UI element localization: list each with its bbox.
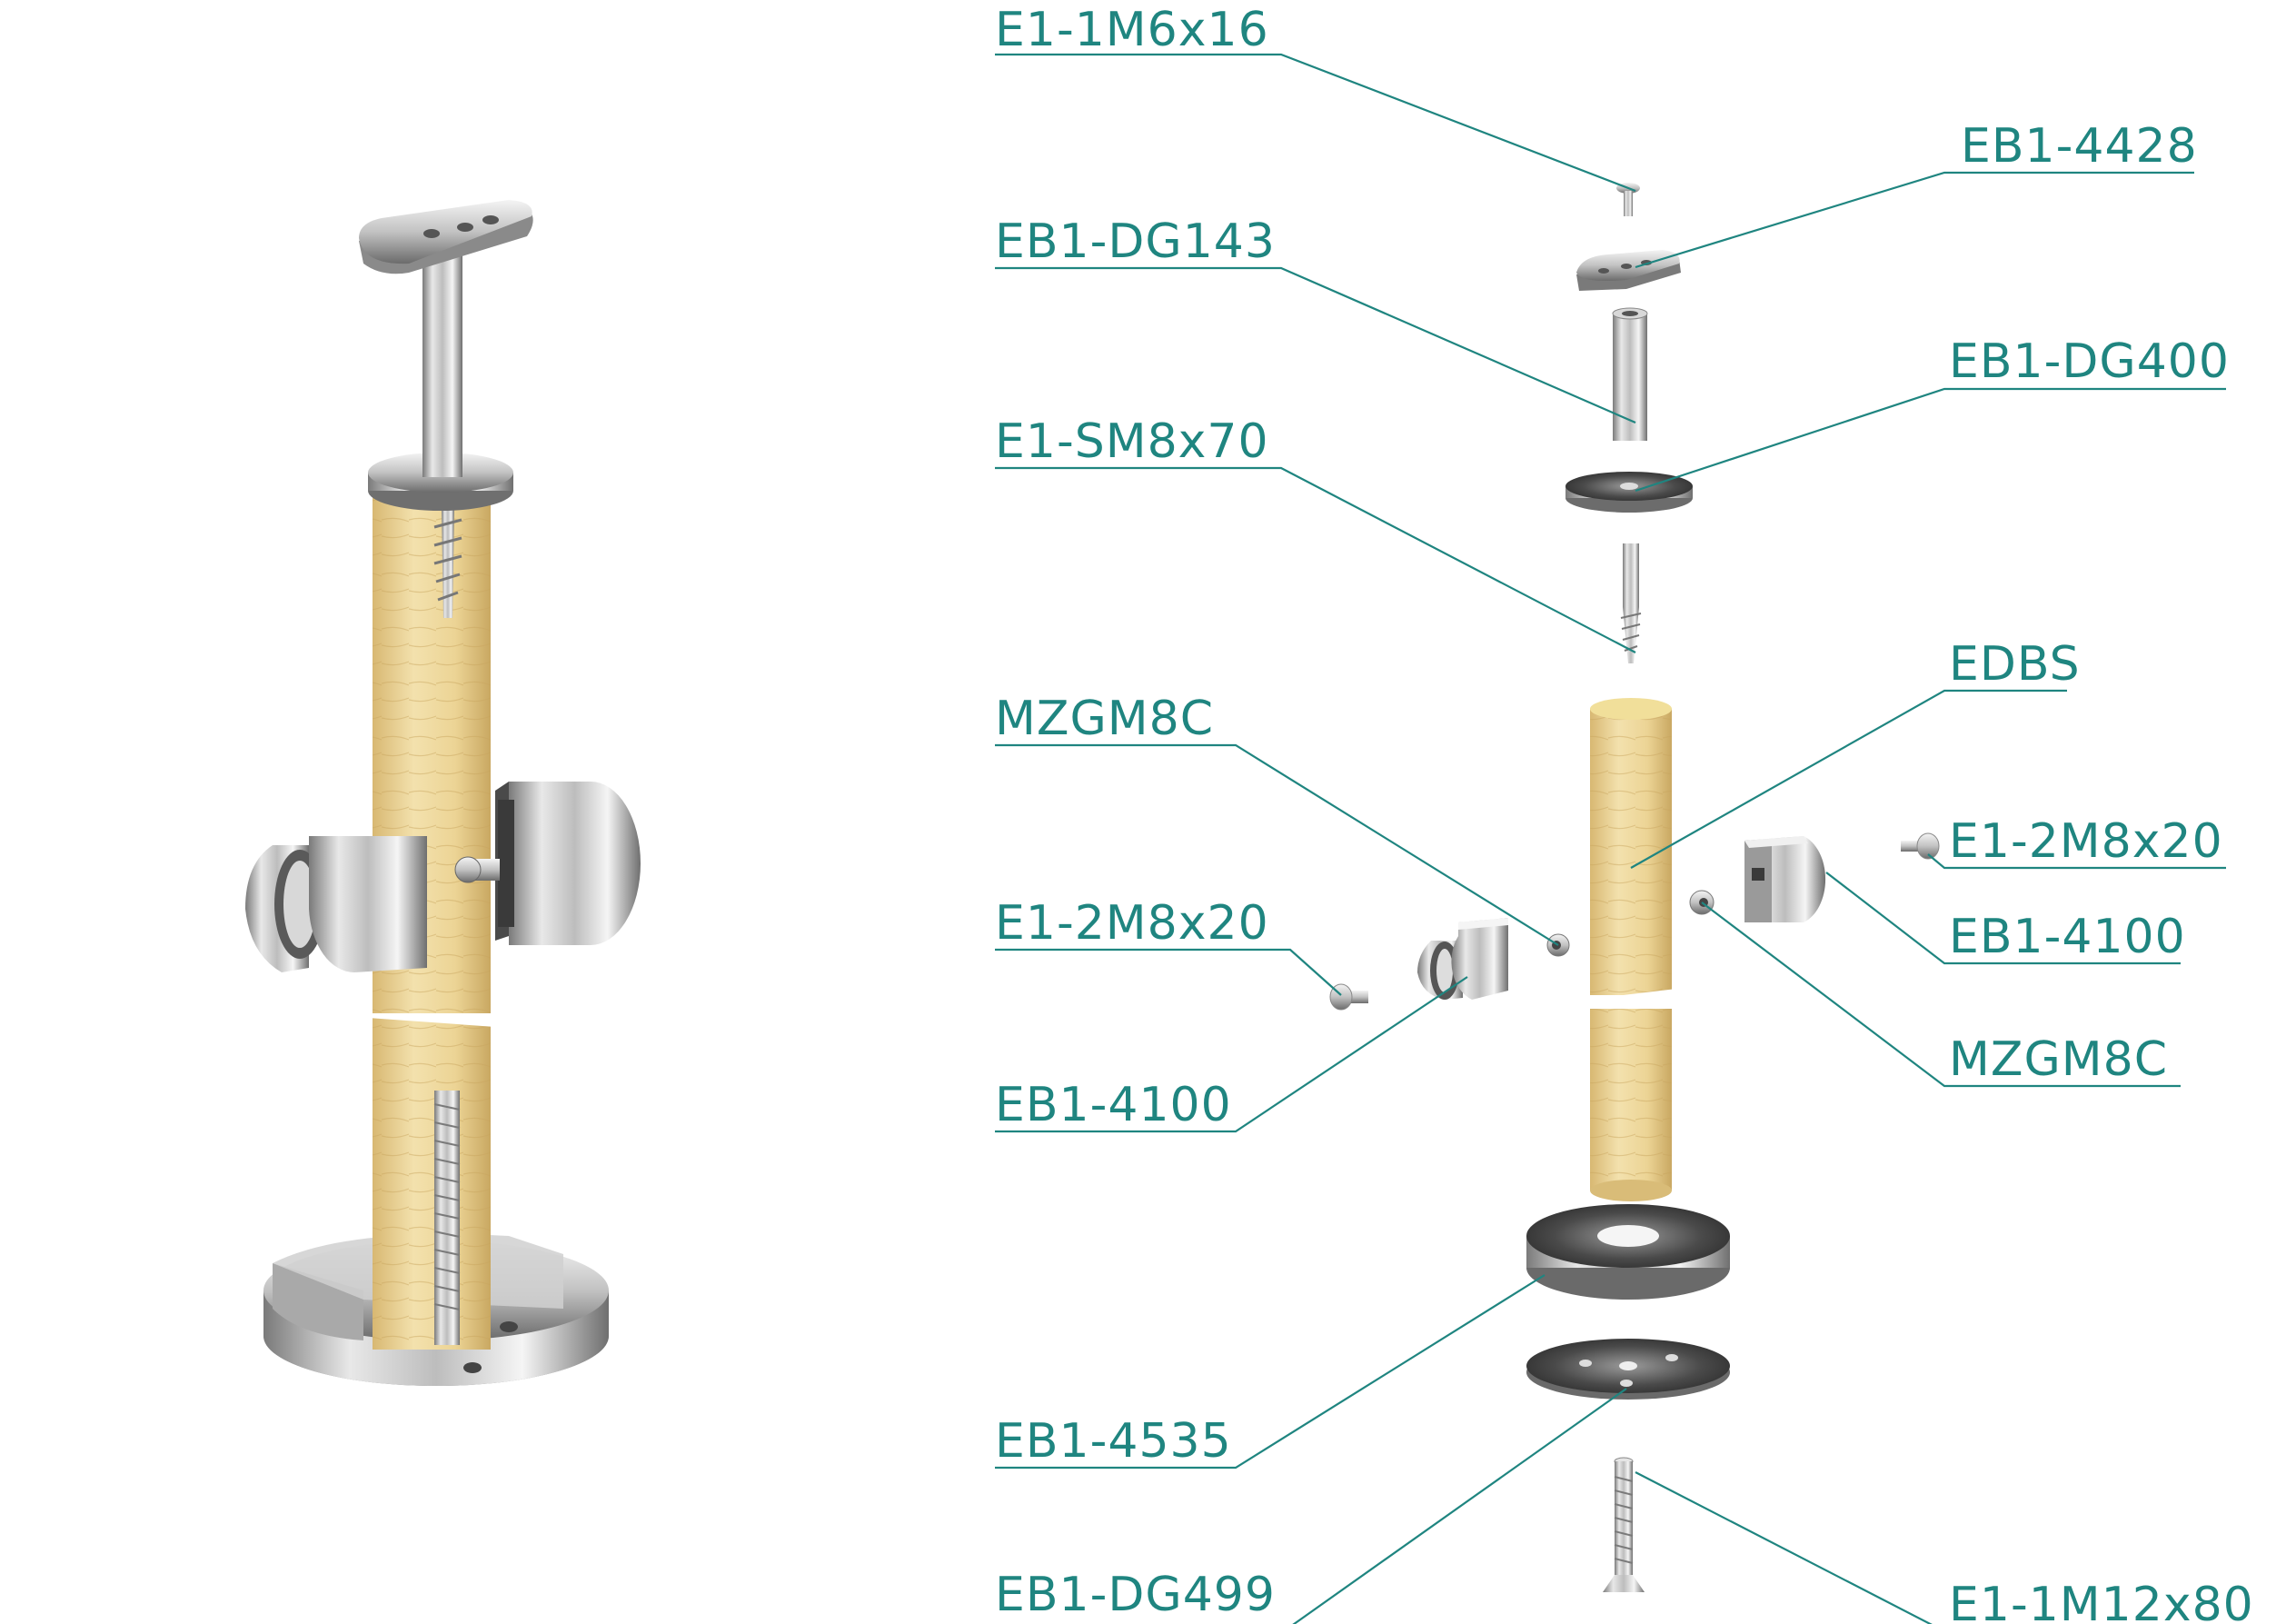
label-clamp-right: EB1-4100	[1949, 910, 2186, 964]
label-bottom-bolt: E1-1M12x80	[1949, 1578, 2254, 1624]
leader-tube	[995, 266, 1636, 424]
label-cap-disc: EB1-DG400	[1949, 334, 2230, 389]
label-screw-right: E1-2M8x20	[1949, 814, 2223, 869]
assembled-post-icon	[245, 200, 641, 1386]
exploded-view-icon	[1329, 183, 1940, 1592]
leader-lines	[995, 53, 2226, 1624]
label-base-plate: EB1-DG499	[995, 1568, 1276, 1622]
part-saddle	[1576, 250, 1681, 291]
label-screw-left: E1-2M8x20	[995, 896, 1269, 951]
part-clamp-left	[1417, 918, 1508, 1000]
label-nut-right: MZGM8C	[1949, 1032, 2168, 1087]
leader-saddle	[1635, 171, 2194, 269]
label-saddle: EB1-4428	[1961, 119, 2198, 174]
leader-base-ring	[995, 1274, 1546, 1470]
label-nut-left: MZGM8C	[995, 692, 1214, 746]
part-screw-right	[1901, 832, 1940, 860]
leader-base-plate	[1292, 1388, 1627, 1624]
leader-top-screw	[995, 53, 1636, 193]
part-screw-left	[1329, 983, 1368, 1011]
part-base-plate	[1526, 1339, 1730, 1400]
leader-nut-right	[1701, 902, 2181, 1088]
leader-clamp-right	[1825, 872, 2181, 965]
label-tube: EB1-DG143	[995, 214, 1276, 269]
label-post: EDBS	[1949, 637, 2081, 692]
leader-clamp-left	[995, 976, 1468, 1133]
part-post	[1585, 698, 1676, 1201]
part-stud	[1620, 543, 1642, 663]
leader-screw-right	[1927, 853, 2226, 870]
callout-labels: E1-1M6x16 EB1-4428 EB1-DG143 EB1-DG400 E…	[995, 3, 2254, 1624]
part-base-ring	[1526, 1204, 1730, 1300]
label-top-screw: E1-1M6x16	[995, 3, 1269, 57]
label-base-ring: EB1-4535	[995, 1414, 1232, 1469]
leader-bottom-bolt	[1635, 1471, 1933, 1624]
part-clamp-right	[1744, 836, 1826, 922]
part-bottom-bolt	[1603, 1457, 1645, 1592]
leader-nut-left	[995, 743, 1559, 946]
label-clamp-left: EB1-4100	[995, 1078, 1232, 1132]
leader-stud	[995, 466, 1636, 653]
leader-cap-disc	[1635, 387, 2226, 493]
label-stud: E1-SM8x70	[995, 414, 1269, 469]
part-cap-disc	[1565, 472, 1693, 513]
leader-post	[1630, 689, 2067, 869]
leader-screw-left	[995, 948, 1342, 996]
